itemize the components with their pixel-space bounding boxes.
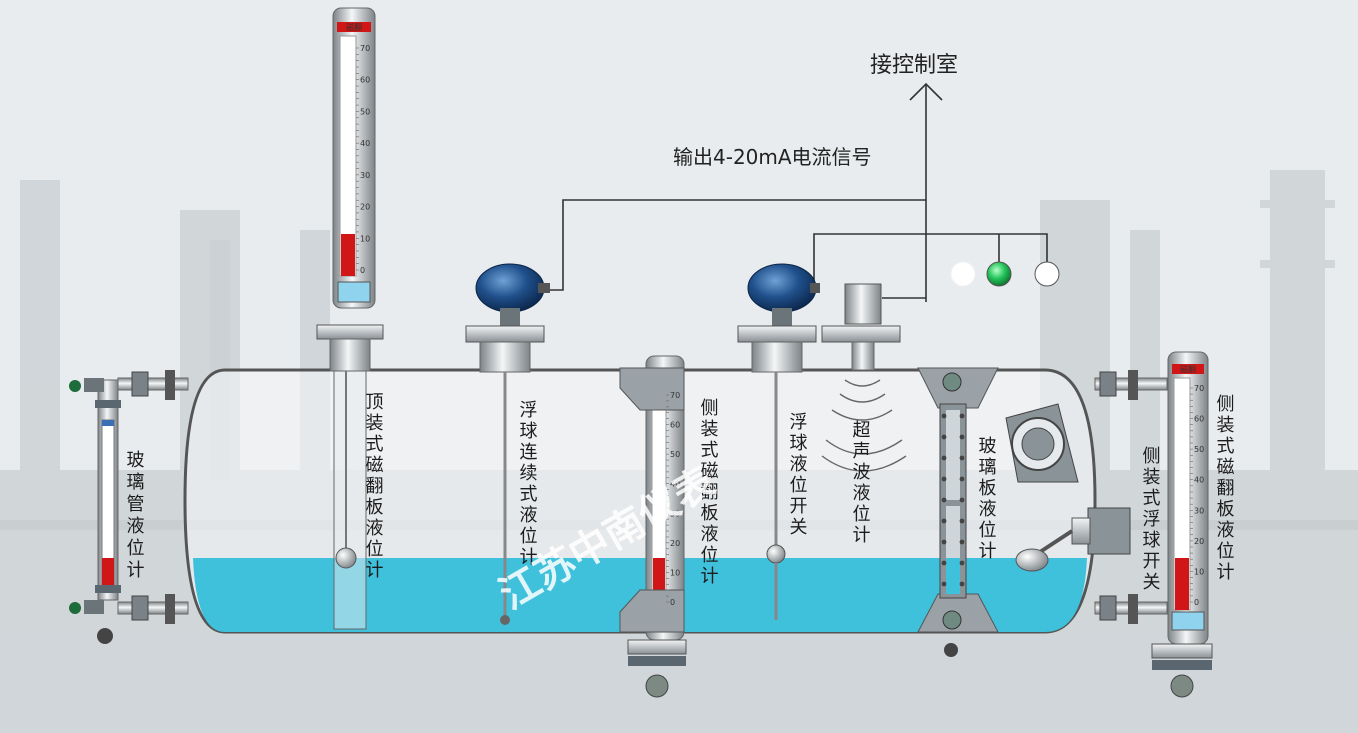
float-level-switch-label: 浮球液位开关 [787,412,808,538]
bolt [941,581,947,587]
bolt [959,455,965,461]
top-magnetic-gauge-scale: 70 60 50 40 30 20 10 0 [356,44,370,275]
scale-tick-label: 10 [670,568,680,577]
side-magnetic-gauge-center: 磁翻 [619,355,687,698]
scale-tick-label: 40 [670,480,680,489]
bolt [941,518,947,524]
bolt [959,539,965,545]
ultrasonic-label: 超声波液位计 [850,420,871,546]
glass-tube-gauge-label: 玻璃管液位计 [124,450,145,582]
scale-tick-label: 70 [1194,384,1204,393]
scale-tick-label: 0 [670,598,675,607]
scale-tick-label: 0 [360,266,365,275]
signal-output-label: 输出4-20mA电流信号 [673,145,872,169]
side-float-switch-label: 侧装式浮球开关 [1140,446,1161,593]
scale-tick-label: 20 [670,539,680,548]
scale-tick-label: 70 [670,391,680,400]
float-continuous-label: 浮球连续式液位计 [517,400,538,568]
bolt [959,434,965,440]
bolt [941,560,947,566]
scale-tick-label: 50 [670,450,680,459]
bolt [941,455,947,461]
glass-plate-bolts [941,413,965,587]
indicator-light-off [950,261,976,287]
bolt [959,413,965,419]
indicator-lights [950,261,1060,287]
float-level-switch [737,263,820,620]
bolt [941,539,947,545]
scale-tick-label: 40 [360,139,370,148]
svg-text:磁翻: 磁翻 [1180,364,1196,374]
ultrasonic-level-meter [821,283,907,472]
side-magnetic-gauge-right: 磁翻 [1094,351,1213,698]
side-float-switch [1015,507,1131,572]
side-magnetic-right-label: 侧装式磁翻板液位计 [1214,394,1235,583]
signal-wiring [545,82,1048,302]
bolt [941,497,947,503]
scale-tick-label: 30 [1194,506,1204,515]
scale-tick-label: 0 [1194,598,1199,607]
side-magnetic-center-label: 侧装式磁翻板液位计 [698,398,719,587]
bolt [941,476,947,482]
float-continuous-transmitter [465,263,550,625]
scale-tick-label: 30 [360,171,370,180]
glass-tube-gauge [69,370,189,644]
indicator-light-white [1034,261,1060,287]
side-magnetic-gauge-center-scale: 70 60 50 40 30 20 10 0 [666,391,680,607]
bolt [959,581,965,587]
top-magnetic-gauge: 磁翻 [316,7,384,630]
scale-tick-label: 60 [670,421,680,430]
scale-tick-label: 50 [1194,445,1204,454]
bolt [959,518,965,524]
indicator-light-green [986,261,1012,287]
manhole [1005,403,1079,483]
bolt [941,434,947,440]
side-magnetic-gauge-right-scale: 70 60 50 40 30 20 10 0 [1190,384,1204,607]
svg-text:磁翻: 磁翻 [346,22,362,32]
scale-tick-label: 20 [1194,537,1204,546]
control-room-label: 接控制室 [870,53,958,78]
scale-tick-label: 10 [360,234,370,243]
glass-plate-label: 玻璃板液位计 [976,436,997,562]
scale-tick-label: 10 [1194,567,1204,576]
scale-tick-label: 40 [1194,476,1204,485]
bolt [959,476,965,482]
top-magnetic-gauge-label: 顶装式磁翻板液位计 [363,392,384,581]
bolt [959,560,965,566]
scale-tick-label: 60 [360,76,370,85]
scale-tick-label: 50 [360,107,370,116]
scale-tick-label: 30 [670,509,680,518]
scale-tick-label: 60 [1194,415,1204,424]
bolt [959,497,965,503]
scale-tick-label: 20 [360,203,370,212]
bolt [941,413,947,419]
scale-tick-label: 70 [360,44,370,53]
